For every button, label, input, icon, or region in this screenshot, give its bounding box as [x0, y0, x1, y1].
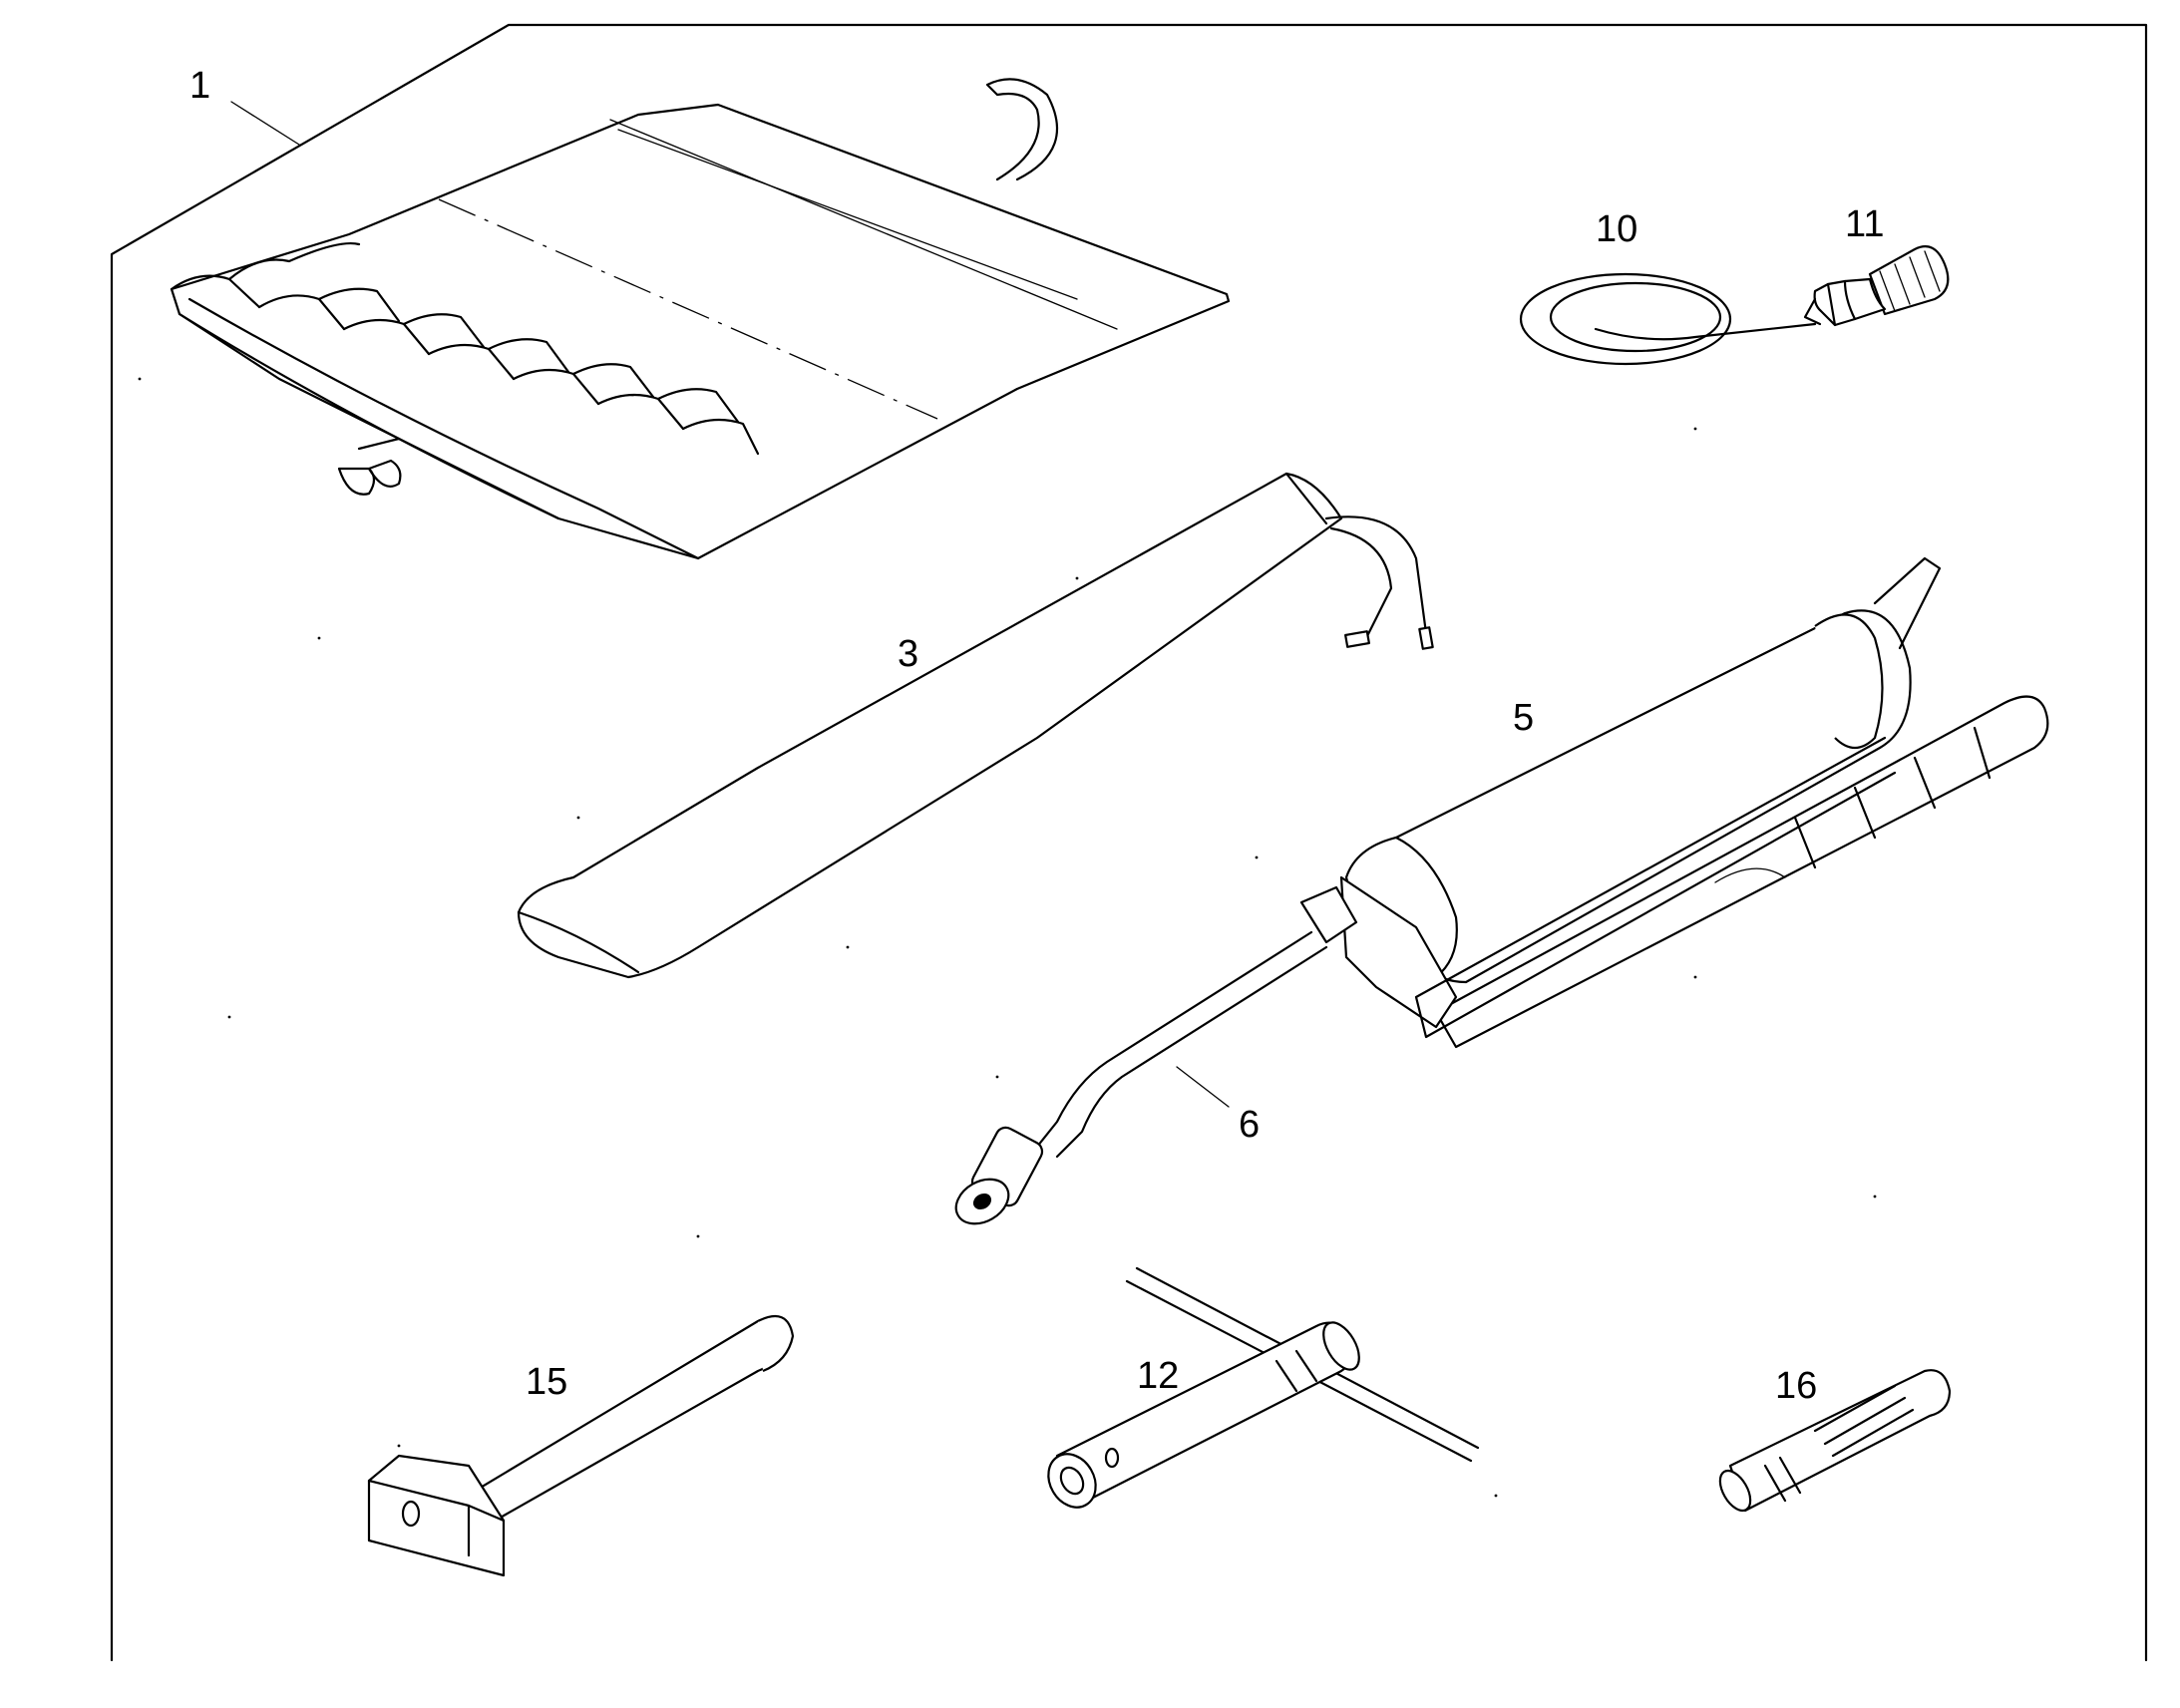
t-wrench-drawing	[1047, 1266, 1480, 1509]
callout-3: 3	[898, 633, 918, 675]
grease-gun-drawing	[1339, 556, 2049, 1049]
callout-1: 1	[189, 65, 210, 107]
callout-labels: 1 3 5 6 10 11 12 15 16	[189, 65, 1884, 1407]
grease-gun-nozzle-drawing	[954, 885, 1358, 1225]
tool-roll-pockets	[170, 242, 760, 560]
callout-16: 16	[1775, 1365, 1817, 1407]
fitting-drawing	[1803, 245, 1950, 327]
drift-drawing	[1718, 1369, 1952, 1513]
callout-15: 15	[526, 1361, 567, 1403]
callout-6: 6	[1239, 1104, 1260, 1146]
callout-10: 10	[1596, 208, 1637, 250]
tool-roll-bag-drawing	[170, 78, 1231, 560]
callout-11: 11	[1845, 203, 1884, 245]
wire-drawing	[1519, 272, 1817, 366]
callout-5: 5	[1513, 697, 1534, 739]
callout-12: 12	[1137, 1355, 1179, 1397]
leader-lines	[230, 101, 1230, 1108]
hammer-drawing	[367, 1314, 795, 1577]
speckle-dots	[138, 377, 1877, 1498]
cloth-bag-drawing	[517, 472, 1434, 979]
diagram-frame	[110, 23, 2148, 1662]
